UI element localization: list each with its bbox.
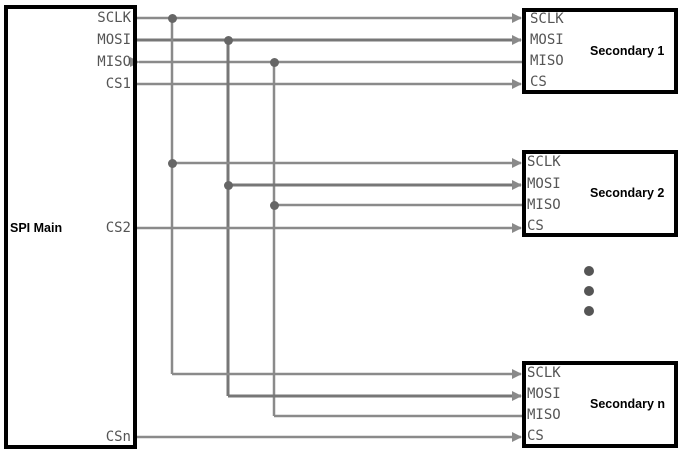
main-pin-cs2: CS2: [105, 220, 131, 236]
secn-pin-mosi: MOSI: [527, 386, 561, 402]
main-pin-cs1: CS1: [105, 76, 131, 92]
secn-pin-cs: CS: [527, 428, 544, 444]
sec1-pin-cs: CS: [530, 74, 547, 90]
main-pin-mosi: MOSI: [97, 32, 131, 48]
sec1-pin-sclk: SCLK: [530, 11, 564, 27]
junction-dot: [168, 14, 177, 23]
sec2-pin-miso: MISO: [527, 197, 561, 213]
sec2-pin-cs: CS: [527, 218, 544, 234]
junction-dot: [224, 36, 233, 45]
secondary-n-title: Secondary n: [590, 397, 666, 411]
sec2-pin-mosi: MOSI: [527, 176, 561, 192]
junction-dot: [168, 159, 177, 168]
secondary-1-box: [522, 8, 678, 94]
junction-dot: [224, 181, 233, 190]
secondary-n-box: [522, 361, 678, 448]
sec1-pin-mosi: MOSI: [530, 32, 564, 48]
secondary-2-title: Secondary 2: [590, 186, 665, 200]
ellipsis-dot: [584, 306, 594, 316]
junction-dot: [270, 58, 279, 67]
spi-main-title: SPI Main: [10, 221, 63, 235]
spi-main-box: [4, 5, 137, 449]
secondary-1-title: Secondary 1: [590, 44, 665, 58]
junction-dot: [270, 201, 279, 210]
main-pin-sclk: SCLK: [97, 10, 131, 26]
sec1-pin-miso: MISO: [530, 53, 564, 69]
main-pin-miso: MISO: [97, 54, 131, 70]
secn-pin-sclk: SCLK: [527, 365, 561, 381]
main-pin-csn: CSn: [105, 429, 131, 445]
secn-pin-miso: MISO: [527, 407, 561, 423]
sec2-pin-sclk: SCLK: [527, 154, 561, 170]
ellipsis-dot: [584, 266, 594, 276]
ellipsis-dot: [584, 286, 594, 296]
secondary-2-box: [522, 150, 678, 237]
